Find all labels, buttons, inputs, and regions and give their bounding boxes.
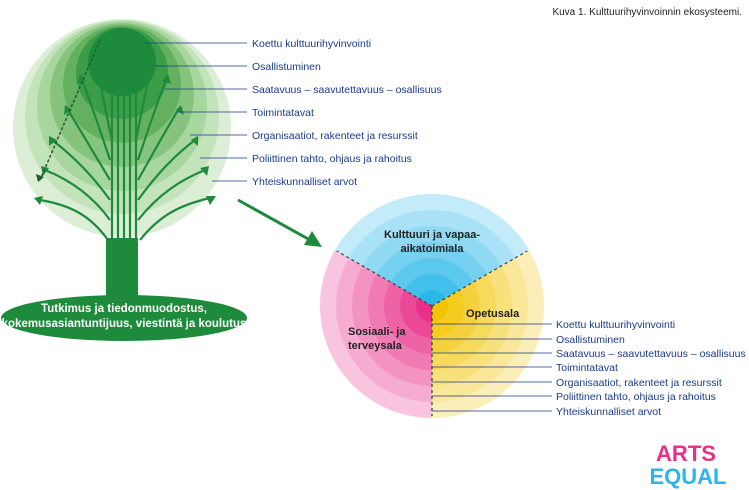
sector-circle — [320, 193, 545, 418]
circle-level-0: Koettu kulttuurihyvinvointi — [556, 319, 675, 331]
tree-level-1: Osallistuminen — [252, 61, 321, 73]
tree-level-4: Organisaatiot, rakenteet ja resurssit — [252, 130, 418, 142]
tree-level-0: Koettu kulttuurihyvinvointi — [252, 38, 371, 50]
circle-leader-lines — [432, 323, 552, 412]
circle-level-5: Poliittinen tahto, ohjaus ja rahoitus — [556, 391, 716, 403]
tree-level-labels — [145, 42, 247, 182]
tree-level-5: Poliittinen tahto, ohjaus ja rahoitus — [252, 153, 412, 165]
base-text-line2: kokemusasiantuntijuus, viestintä ja koul… — [2, 318, 247, 330]
sector-social-line1: Sosiaali- ja — [348, 326, 406, 338]
ring-social-6 — [415, 298, 432, 322]
boundary-culture-education — [431, 250, 528, 307]
arts-equal-logo: ARTS EQUAL — [650, 441, 727, 489]
tree-level-3: Toimintatavat — [252, 107, 314, 119]
tree-level-6: Yhteiskunnalliset arvot — [252, 176, 357, 188]
ring-culture-6 — [418, 290, 446, 306]
sector-education: Opetusala — [466, 308, 520, 320]
sector-culture-line1: Kulttuuri ja vapaa- — [384, 229, 480, 241]
figure-caption: Kuva 1. Kulttuurihyvinvoinnin ekosysteem… — [552, 7, 742, 18]
logo-line2: EQUAL — [650, 464, 727, 489]
ring-education-6 — [432, 298, 449, 322]
tree-level-2: Saatavuus – saavutettavuus – osallisuus — [252, 84, 442, 96]
circle-level-3: Toimintatavat — [556, 362, 618, 374]
sector-social-line2: terveysala — [348, 340, 403, 352]
circle-level-text: Koettu kulttuurihyvinvointi Osallistumin… — [556, 319, 746, 418]
tree-level-text: Koettu kulttuurihyvinvointi Osallistumin… — [252, 38, 442, 188]
tree-branches — [34, 39, 216, 300]
boundary-culture-social — [336, 250, 433, 307]
tree-crown — [13, 19, 231, 237]
circle-level-6: Yhteiskunnalliset arvot — [556, 406, 661, 418]
circle-sector-labels: Kulttuuri ja vapaa- aikatoimiala Sosiaal… — [348, 229, 520, 352]
circle-level-2: Saatavuus – saavutettavuus – osallisuus — [556, 348, 746, 360]
circle-level-1: Osallistuminen — [556, 334, 625, 346]
circle-level-4: Organisaatiot, rakenteet ja resurssit — [556, 377, 722, 389]
logo-line1: ARTS — [656, 441, 716, 466]
tree-base: Tutkimus ja tiedonmuodostus, kokemusasia… — [1, 295, 247, 341]
sector-culture-line2: aikatoimiala — [401, 243, 465, 255]
base-text-line1: Tutkimus ja tiedonmuodostus, — [41, 303, 207, 315]
connector-arrow — [237, 198, 322, 247]
